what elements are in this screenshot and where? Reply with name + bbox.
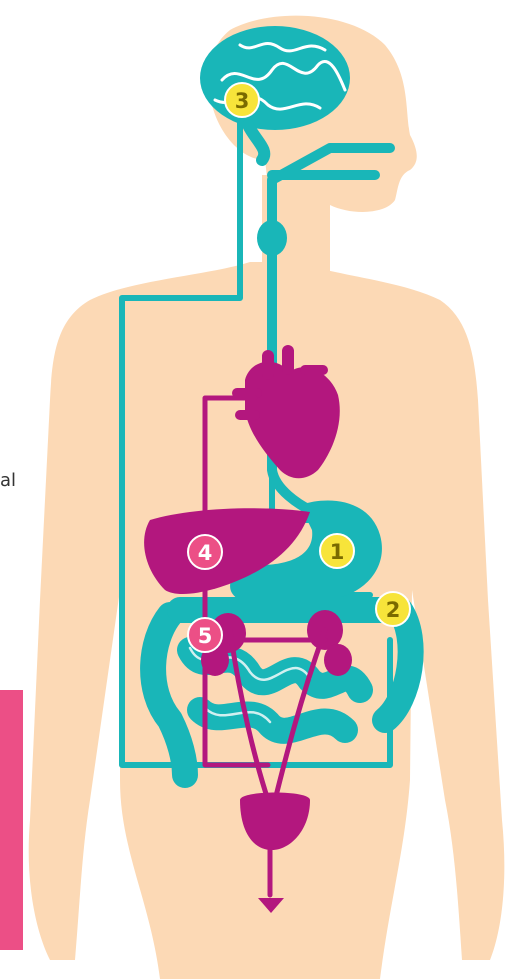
marker-2[interactable]: 2 xyxy=(376,592,410,626)
marker-3[interactable]: 3 xyxy=(225,83,259,117)
marker-4-label: 4 xyxy=(198,541,213,565)
marker-2-label: 2 xyxy=(386,598,401,622)
marker-5[interactable]: 5 xyxy=(188,618,222,652)
marker-5-label: 5 xyxy=(198,624,213,648)
marker-3-label: 3 xyxy=(235,89,250,113)
marker-1[interactable]: 1 xyxy=(320,534,354,568)
marker-1-label: 1 xyxy=(330,540,345,564)
marker-4[interactable]: 4 xyxy=(188,535,222,569)
